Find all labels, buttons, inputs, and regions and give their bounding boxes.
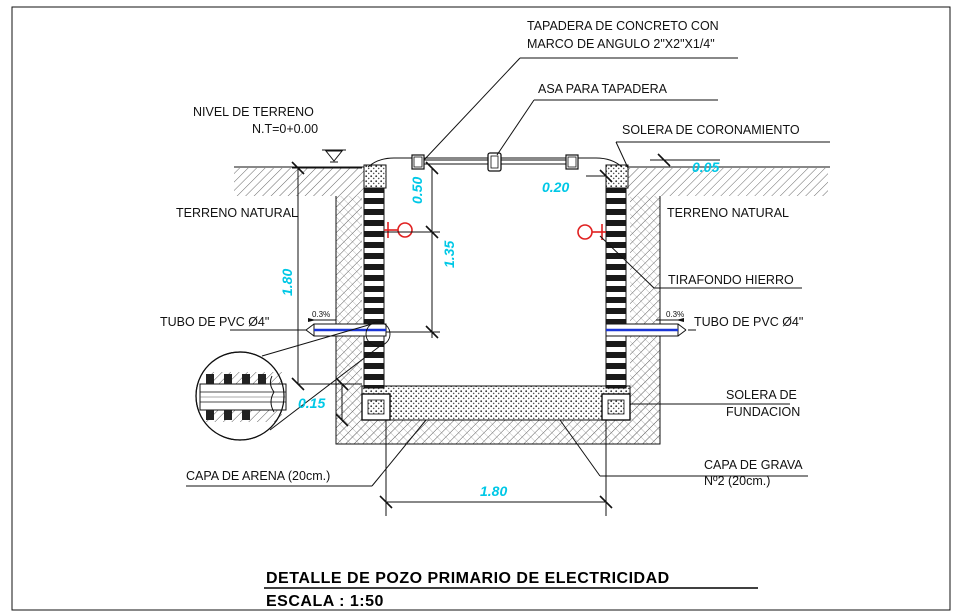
ground-level-symbol [322, 149, 346, 163]
dimension-lines [291, 153, 720, 516]
label-tubo-pvc-right: TUBO DE PVC Ø4" [694, 315, 803, 329]
brick-wall-left [363, 187, 385, 389]
label-solera-fundacion-1: SOLERA DE [726, 388, 797, 402]
label-capa-grava-2: Nº2 (20cm.) [704, 474, 770, 488]
pvc-pipe-right [605, 323, 687, 337]
tirafondo-hook-left [384, 222, 413, 238]
leader-lines [186, 57, 830, 487]
manhole-lid [367, 152, 623, 172]
drawing-border [11, 6, 951, 611]
dim-0-15: 0.15 [298, 395, 325, 411]
label-nivel-terreno: NIVEL DE TERRENO [193, 105, 314, 119]
label-solera-coronamiento: SOLERA DE CORONAMIENTO [622, 123, 800, 137]
label-tubo-pvc-left: TUBO DE PVC Ø4" [160, 315, 269, 329]
pipe-detail-callout [195, 323, 381, 441]
dim-1-35: 1.35 [441, 241, 457, 268]
label-solera-fundacion-2: FUNDACION [726, 405, 800, 419]
dim-0-20: 0.20 [542, 179, 569, 195]
label-terreno-natural-right: TERRENO NATURAL [667, 206, 789, 220]
solera-fundacion-slab [361, 385, 631, 421]
dim-1-80-vertical: 1.80 [279, 269, 295, 296]
label-tirafondo: TIRAFONDO HIERRO [668, 273, 794, 287]
drawing-title: DETALLE DE POZO PRIMARIO DE ELECTRICIDAD [266, 570, 670, 587]
label-terreno-natural-left: TERRENO NATURAL [176, 206, 298, 220]
label-slope-left: 0.3% [312, 310, 330, 319]
ground-surface [234, 166, 830, 196]
crown-beam-right [605, 164, 629, 189]
dim-1-80-horizontal: 1.80 [480, 483, 507, 499]
label-tapadera-1: TAPADERA DE CONCRETO CON [527, 19, 719, 33]
dim-0-50: 0.50 [409, 177, 425, 204]
slope-arrows [308, 318, 684, 322]
label-capa-arena: CAPA DE ARENA (20cm.) [186, 469, 330, 483]
drawing-scale: ESCALA : 1:50 [266, 593, 384, 610]
label-asa: ASA PARA TAPADERA [538, 82, 668, 96]
label-capa-grava-1: CAPA DE GRAVA [704, 458, 803, 472]
label-tapadera-2: MARCO DE ANGULO 2"X2"X1/4" [527, 37, 715, 51]
dim-0-05: 0.05 [692, 159, 719, 175]
brick-wall-right [605, 187, 627, 389]
crown-beam-left [363, 164, 387, 189]
footing-left [361, 393, 391, 421]
label-slope-right: 0.3% [666, 310, 684, 319]
label-nivel-value: N.T=0+0.00 [252, 122, 318, 136]
